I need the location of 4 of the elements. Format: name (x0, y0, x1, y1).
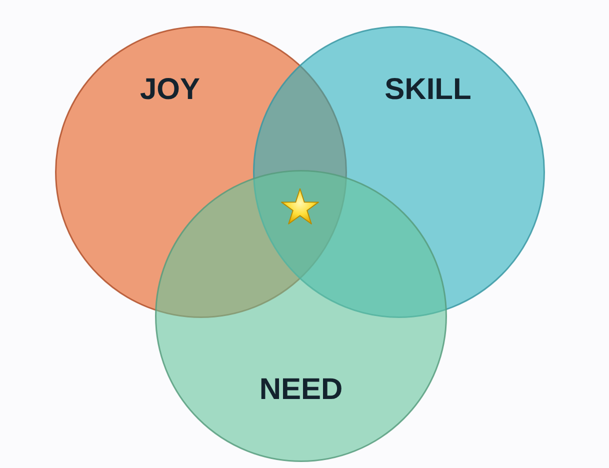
set-label: NEED (259, 375, 343, 405)
set-label: JOY (140, 75, 200, 105)
venn-circle (155, 170, 447, 462)
set-label: SKILL (384, 75, 472, 105)
